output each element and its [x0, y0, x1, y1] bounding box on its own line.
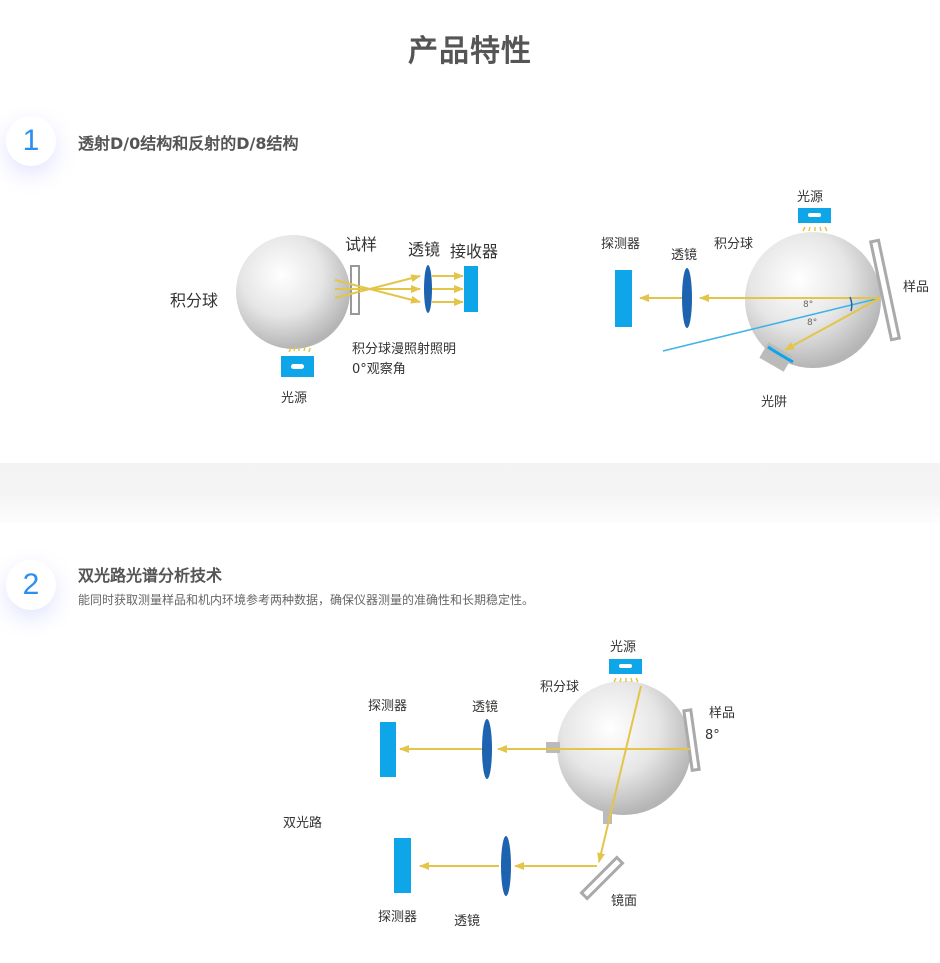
label-light-source: 光源 [797, 190, 824, 205]
receiver-icon [464, 266, 478, 312]
dual-path-diagram [380, 659, 701, 901]
transmission-diagram [236, 235, 478, 377]
label-light-source: 光源 [281, 391, 308, 406]
lens-icon [501, 836, 511, 896]
label-light-source: 光源 [610, 640, 637, 655]
detector-icon [380, 722, 396, 777]
label-mirror: 镜面 [611, 894, 638, 909]
label-caption-line2: 0°观察角 [352, 362, 406, 377]
label-integrating-sphere: 积分球 [170, 291, 219, 310]
lens-icon [424, 265, 432, 313]
feature-number-badge: 2 [6, 560, 56, 610]
label-receiver: 接收器 [450, 242, 499, 261]
label-detector-top: 探测器 [368, 699, 408, 714]
label-lens-top: 透镜 [472, 700, 499, 715]
lens-icon [482, 719, 492, 779]
integrating-sphere-icon [236, 235, 350, 349]
label-light-trap: 光阱 [761, 395, 788, 410]
label-angle: 8° [705, 728, 720, 743]
light-trap-icon [759, 342, 793, 372]
feature-title: 双光路光谱分析技术 [78, 566, 223, 585]
label-angle-1: 8° [803, 300, 814, 310]
label-sample: 试样 [345, 235, 378, 254]
page-title: 产品特性 [408, 34, 532, 69]
label-integrating-sphere: 积分球 [540, 680, 580, 695]
feature-description: 能同时获取测量样品和机内环境参考两种数据，确保仪器测量的准确性和长期稳定性。 [78, 593, 535, 607]
label-angle-2: 8° [807, 318, 818, 328]
label-caption-line1: 积分球漫照射照明 [352, 342, 457, 357]
feature-title: 透射D/0结构和反射的D/8结构 [78, 134, 299, 153]
section-divider-band [0, 463, 940, 523]
integrating-sphere-icon [745, 232, 881, 368]
mirror-icon [579, 855, 625, 901]
label-detector: 探测器 [601, 237, 641, 252]
reflection-diagram [615, 208, 902, 372]
label-sample: 样品 [903, 280, 930, 295]
detector-icon [615, 270, 632, 327]
detector-icon [394, 838, 411, 893]
label-lens: 透镜 [408, 240, 441, 259]
sample-holder-icon [868, 238, 902, 342]
feature-number: 2 [22, 568, 40, 601]
label-sample: 样品 [709, 706, 736, 721]
label-lens: 透镜 [671, 248, 698, 263]
sample-holder-icon [682, 708, 701, 772]
label-detector-bottom: 探测器 [378, 910, 418, 925]
feature-number-badge: 1 [6, 116, 56, 166]
label-integrating-sphere: 积分球 [714, 237, 754, 252]
feature-number: 1 [22, 124, 40, 157]
label-lens-bottom: 透镜 [454, 914, 481, 929]
label-dual-path: 双光路 [283, 816, 323, 831]
lens-icon [682, 268, 692, 328]
